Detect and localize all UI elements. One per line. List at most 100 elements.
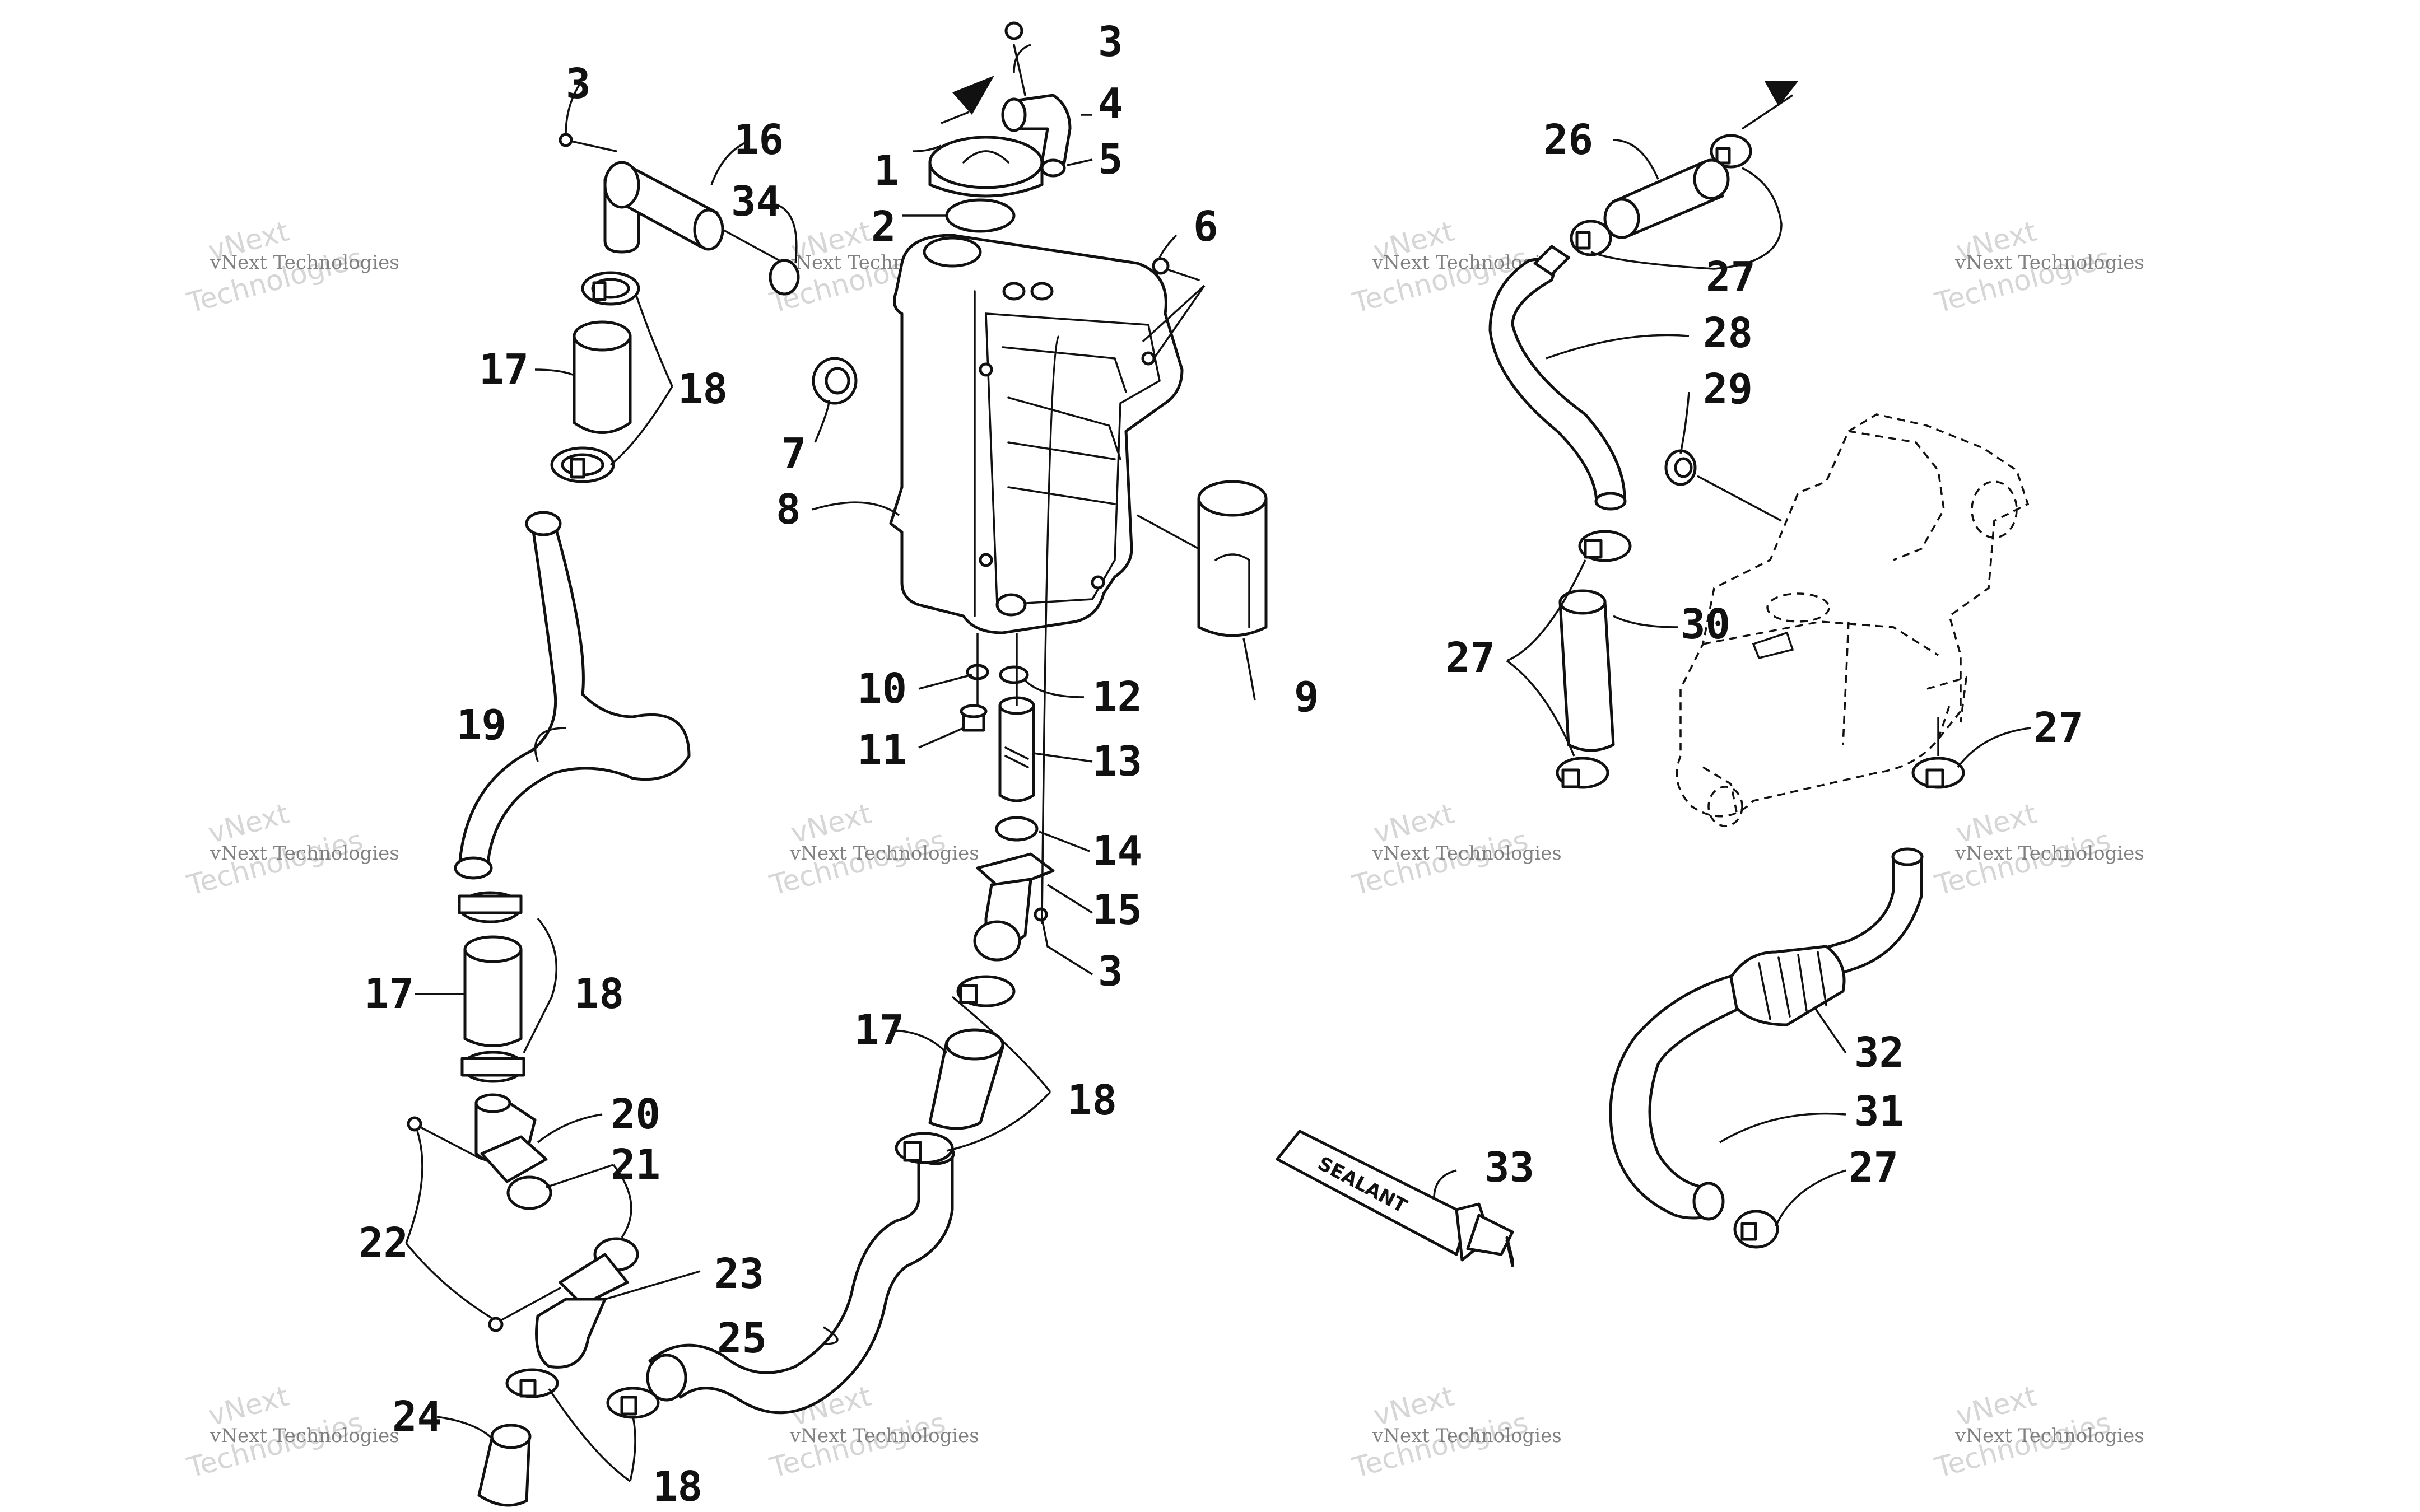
watermark: vNext Technologies <box>183 797 366 902</box>
callout-13: 13 <box>1092 738 1142 786</box>
callout-14: 14 <box>1092 827 1142 875</box>
watermark-text: vNext Technologies <box>1954 842 2144 865</box>
callout-28: 28 <box>1703 309 1753 357</box>
elbow-fitting-part <box>1001 94 1072 164</box>
watermark-text: vNext Technologies <box>1372 842 1562 865</box>
hose-sleeve-part <box>573 320 632 434</box>
grommet-part <box>812 357 858 405</box>
callout-15: 15 <box>1092 886 1142 934</box>
hose-sleeve-part <box>463 935 523 1047</box>
callouts: 3 3 3 1 2 4 5 6 7 8 9 10 11 12 13 14 15 … <box>359 18 2083 1511</box>
callout-17: 17 <box>854 1006 904 1054</box>
hose-clamp-part <box>1578 530 1632 562</box>
gasket-part <box>506 1175 552 1210</box>
callout-4: 4 <box>1098 80 1123 128</box>
callout-22: 22 <box>359 1219 408 1267</box>
callout-18: 18 <box>1067 1076 1117 1124</box>
callout-10: 10 <box>857 665 907 713</box>
left-hose-assembly <box>407 133 1016 1507</box>
tube-part <box>998 696 1035 802</box>
watermark-text: vNext Technologies <box>210 1425 399 1447</box>
sealant-tube-part: SEALANT <box>1276 1130 1514 1267</box>
callout-27: 27 <box>1445 634 1495 682</box>
o-ring-part <box>945 198 1016 233</box>
callout-18: 18 <box>574 970 624 1018</box>
drain-plug-part <box>960 704 988 732</box>
callout-17: 17 <box>479 346 529 394</box>
callout-19: 19 <box>457 701 506 749</box>
hose-clamp-part <box>505 1368 559 1398</box>
filter-sleeve-part <box>1197 480 1268 637</box>
o-ring-part <box>1040 158 1066 178</box>
callout-1: 1 <box>874 147 899 195</box>
screw-part <box>488 1287 561 1332</box>
callout-11: 11 <box>857 726 907 774</box>
overflow-bottle-assembly <box>1488 81 2030 1249</box>
callout-3: 3 <box>1098 948 1123 996</box>
watermark-text: vNext Technologies <box>789 842 979 865</box>
callout-3: 3 <box>1098 18 1123 66</box>
overflow-hose-part <box>1488 253 1626 506</box>
elbow-fitting-part <box>603 161 724 254</box>
hose-clamp-part <box>1911 757 1965 789</box>
callout-21: 21 <box>611 1141 660 1189</box>
callout-5: 5 <box>1098 136 1123 184</box>
leader-lines <box>405 44 2031 1482</box>
overflow-bottle-part <box>1676 413 2030 818</box>
o-ring-part <box>999 665 1029 684</box>
arrow-icon <box>952 76 994 115</box>
hose-clamp-part <box>460 1051 525 1083</box>
callout-20: 20 <box>611 1090 660 1138</box>
callout-27: 27 <box>2033 704 2083 752</box>
callout-32: 32 <box>1854 1029 1904 1077</box>
watermark-text: vNext Technologies <box>1954 251 2144 274</box>
watermark-text: vNext Technologies <box>1954 1425 2144 1447</box>
coolant-hose-part <box>458 522 691 870</box>
callout-16: 16 <box>734 116 784 164</box>
watermark: vNext Technologies <box>1348 797 1531 902</box>
o-ring-part <box>995 816 1039 842</box>
callout-25: 25 <box>717 1314 767 1362</box>
callout-26: 26 <box>1543 116 1593 164</box>
watermark: vNext Technologies <box>1931 1380 2114 1485</box>
hose-clamp-part <box>550 446 615 483</box>
callout-17: 17 <box>364 970 414 1018</box>
callout-33: 33 <box>1484 1144 1534 1192</box>
callout-6: 6 <box>1193 203 1218 251</box>
hose-clamp-part <box>581 271 640 306</box>
callout-34: 34 <box>731 178 781 226</box>
coolant-hose-part <box>648 1152 954 1415</box>
grommet-part <box>1664 449 1697 486</box>
coolant-reservoir-assembly <box>812 21 1268 962</box>
watermark: vNext Technologies <box>766 797 948 902</box>
watermark-text: vNext Technologies <box>789 1425 979 1447</box>
hose-clamp-part <box>1710 134 1752 169</box>
watermark-text: vNext Technologies <box>210 251 399 274</box>
callout-23: 23 <box>714 1250 764 1298</box>
hose-clamp-part <box>895 1132 954 1164</box>
hose-sleeve-part <box>1558 589 1615 752</box>
outlet-fitting-part <box>474 1093 548 1183</box>
filler-cap-part <box>928 136 1044 198</box>
inlet-fitting-part <box>535 1253 629 1369</box>
watermark: vNext Technologies <box>183 1380 366 1485</box>
callout-30: 30 <box>1681 600 1730 648</box>
watermark: vNext Technologies <box>1931 797 2114 902</box>
hose-clamp-part <box>1570 220 1612 256</box>
overflow-hose-part <box>1609 855 1923 1220</box>
screw-part <box>559 133 617 152</box>
callout-18: 18 <box>653 1463 702 1511</box>
callout-27: 27 <box>1706 253 1756 301</box>
watermark-text: vNext Technologies <box>1372 1425 1562 1447</box>
callout-3: 3 <box>566 60 591 108</box>
callout-29: 29 <box>1703 365 1753 413</box>
callout-8: 8 <box>776 486 801 534</box>
hose-clamp-part <box>1733 1210 1779 1249</box>
hose-clamp-part <box>956 975 1016 1007</box>
callout-9: 9 <box>1294 673 1319 721</box>
hose-clamp-part <box>458 891 523 923</box>
hose-clamp-part <box>1556 757 1609 789</box>
bellows-part <box>1729 945 1846 1026</box>
arrow-icon <box>1765 81 1798 106</box>
